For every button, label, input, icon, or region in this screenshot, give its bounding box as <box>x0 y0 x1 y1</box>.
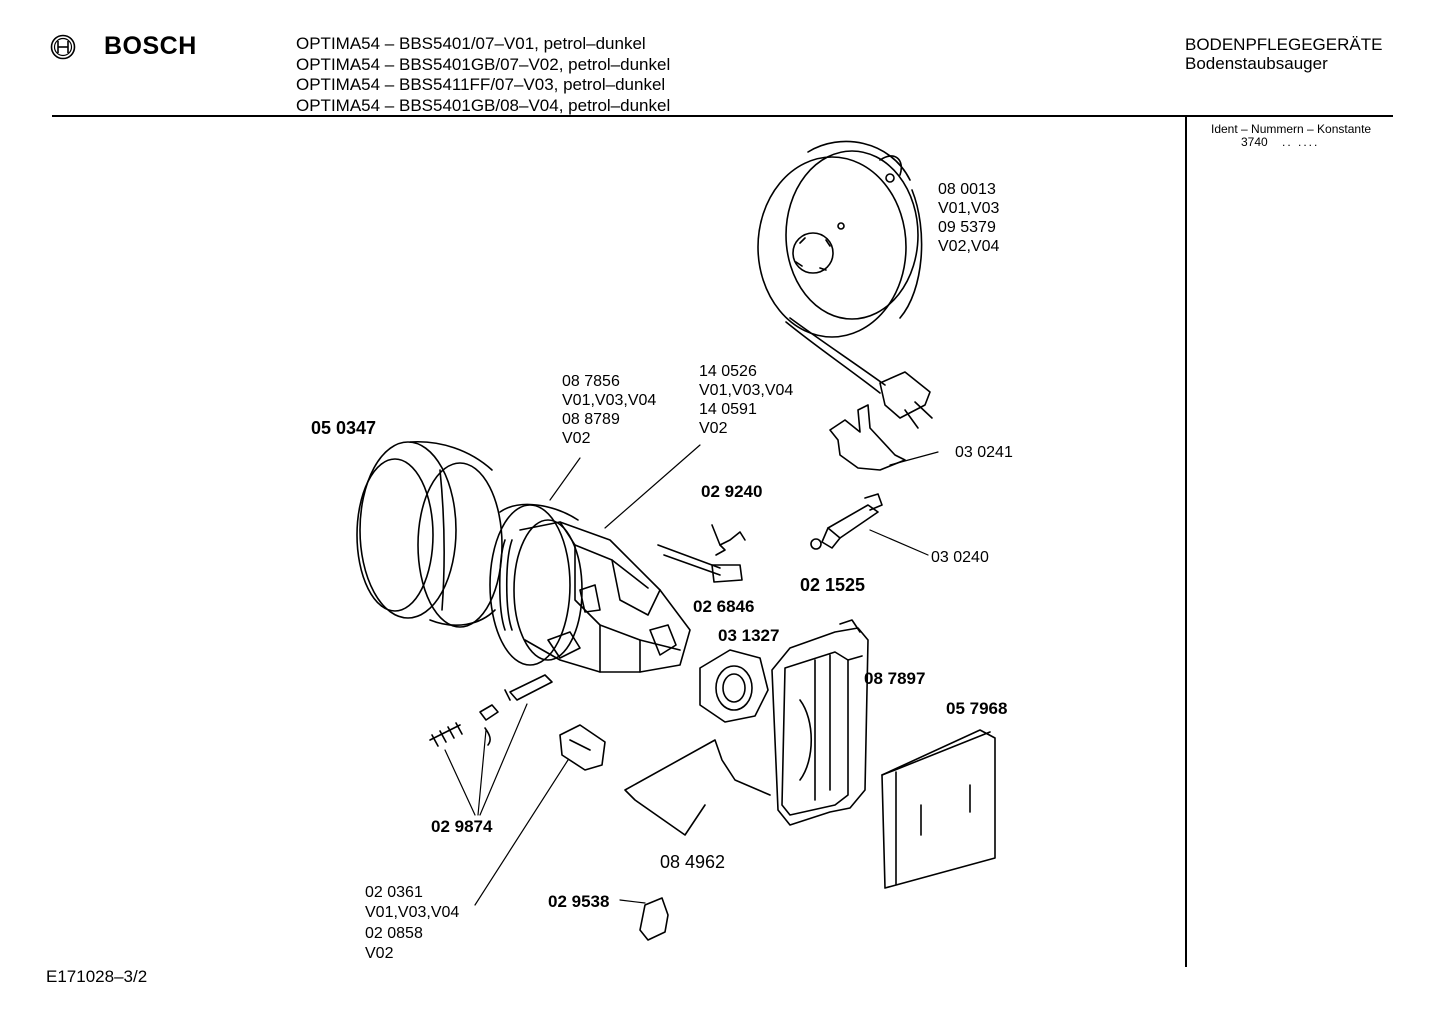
part-label-motor-a: 08 7856 V01,V03,V04 08 8789 V02 <box>562 373 661 447</box>
motor-drawing <box>489 503 691 673</box>
part-label-wire-clip: 02 9240 <box>701 482 762 501</box>
model-line: OPTIMA54 – BBS5401GB/08–V04, petrol–dunk… <box>296 95 671 115</box>
part-label-small-spring: 02 1525 <box>800 575 865 595</box>
ident-label: Ident – Nummern – Konstante <box>1211 122 1372 136</box>
category-subtitle: Bodenstaubsauger <box>1185 54 1328 73</box>
model-list: OPTIMA54 – BBS5401/07–V01, petrol–dunkel… <box>296 34 670 116</box>
part-label-small-clip: 02 9538 <box>548 892 609 911</box>
part-number: 09 5379 <box>938 219 996 236</box>
filter-pad-drawing <box>881 729 996 889</box>
leader-lines <box>444 444 939 906</box>
part-variant: V02 <box>562 430 591 447</box>
part-label-filter-pad: 05 7968 <box>946 699 1007 718</box>
part-variant: V01,V03,V04 <box>562 392 656 409</box>
wire-bracket-drawing <box>624 739 771 836</box>
part-label-spring-clip: 03 0241 <box>955 444 1013 461</box>
part-label-bumper-ring: 05 0347 <box>311 418 376 438</box>
filter-frame-drawing <box>771 619 869 826</box>
part-number: 08 8789 <box>562 411 620 428</box>
part-label-cord-reel: 08 0013 V01,V03 09 5379 V02,V04 <box>938 181 1004 255</box>
part-variant: V01,V03 <box>938 200 999 217</box>
part-label-capacitor: 02 6846 <box>693 597 754 616</box>
part-number: 14 0526 <box>699 363 757 380</box>
document-code: E171028–3/2 <box>46 967 148 986</box>
part-number: 02 0361 <box>365 884 423 901</box>
header-divider <box>52 115 1393 117</box>
ident-dots: .. .... <box>1282 135 1320 149</box>
motor-mount-drawing <box>699 649 769 723</box>
side-divider <box>1185 117 1187 967</box>
part-label-motor-mount: 03 1327 <box>718 626 779 645</box>
cord-reel-drawing <box>757 140 933 429</box>
part-number: 02 0858 <box>365 925 423 942</box>
part-variant: V01,V03,V04 <box>365 904 459 921</box>
part-variant: V02,V04 <box>938 238 999 255</box>
brush-holder-drawing <box>810 493 883 550</box>
part-label-switch-board: 02 0361 V01,V03,V04 02 0858 V02 <box>365 884 464 962</box>
bosch-logo-icon <box>50 34 76 60</box>
category-title: BODENPFLEGEGERÄTE <box>1185 35 1383 54</box>
brand-name: BOSCH <box>104 32 197 60</box>
part-variant: V01,V03,V04 <box>699 382 793 399</box>
part-number: 14 0591 <box>699 401 757 418</box>
bumper-ring-drawing <box>356 440 503 628</box>
part-label-brush-holder: 03 0240 <box>931 549 989 566</box>
small-clip-drawing <box>639 897 669 941</box>
part-variant: V02 <box>699 420 728 437</box>
ident-value: 3740 <box>1241 135 1268 149</box>
part-number: 08 7856 <box>562 373 620 390</box>
part-label-motor-b: 14 0526 V01,V03,V04 14 0591 V02 <box>699 363 798 437</box>
model-line: OPTIMA54 – BBS5401/07–V01, petrol–dunkel <box>296 34 646 53</box>
part-number: 08 0013 <box>938 181 996 198</box>
wire-clip-drawing <box>657 524 746 583</box>
category-block: BODENPFLEGEGERÄTE Bodenstaubsauger <box>1185 35 1382 73</box>
part-label-wire-bracket: 08 4962 <box>660 852 725 872</box>
springs-drawing <box>429 674 553 747</box>
spring-clip-drawing <box>829 404 906 471</box>
part-label-springs: 02 9874 <box>431 817 493 836</box>
part-variant: V02 <box>365 945 394 962</box>
model-line: OPTIMA54 – BBS5411FF/07–V03, petrol–dunk… <box>296 75 666 94</box>
switch-board-drawing <box>559 724 606 771</box>
part-label-filter-frame: 08 7897 <box>864 669 925 688</box>
model-line: OPTIMA54 – BBS5401GB/07–V02, petrol–dunk… <box>296 54 671 74</box>
